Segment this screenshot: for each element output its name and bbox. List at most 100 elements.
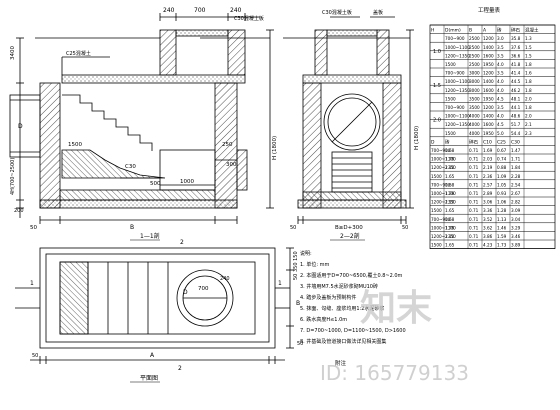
table-header-cell: B bbox=[469, 28, 472, 34]
plan-dim-240: 240 bbox=[220, 276, 230, 282]
table-cell: 4.0 bbox=[497, 88, 504, 93]
table-title: 工程量表 bbox=[478, 6, 501, 14]
table-cell: 0.93 bbox=[497, 191, 507, 196]
table-cell: 1.8 bbox=[525, 62, 532, 67]
note-line: 4. 踏步及盖板为预制构件 bbox=[300, 294, 356, 301]
table-cell: 2.0 bbox=[525, 96, 532, 101]
label-c30-top-2: C30混凝土板 bbox=[322, 9, 352, 16]
table-cell: 0.71 bbox=[469, 217, 479, 222]
table-cell: 1.5 bbox=[525, 45, 532, 50]
dim-top-240-a: 240 bbox=[163, 7, 175, 14]
table-cell: 1.46 bbox=[497, 225, 507, 230]
table-cell: 4000 bbox=[469, 122, 480, 127]
table-cell: 3000 bbox=[469, 71, 480, 76]
table-cell: 0.88 bbox=[497, 165, 507, 170]
plan-view-labels: D 700 240 50 A 50 350 150 B 50 1 1 2 平面图 bbox=[30, 251, 303, 383]
table-cell: 2.36 bbox=[483, 174, 493, 179]
table-cell: 2500 bbox=[469, 36, 480, 41]
plan-right-50: 50 bbox=[297, 341, 303, 347]
table-cell: 0.71 bbox=[469, 148, 479, 153]
table-cell: 1950 bbox=[483, 131, 494, 136]
table-cell: 1.71 bbox=[511, 157, 521, 162]
table-cell: 2.03 bbox=[483, 157, 493, 162]
table-cell: 3.62 bbox=[483, 225, 493, 230]
table-header-cell: 碎石 bbox=[511, 27, 520, 34]
note-line: 5. 抹面、勾缝、座浆均用1:2水泥砂浆 bbox=[300, 305, 384, 312]
table-cell: 1.47 bbox=[511, 148, 521, 153]
label-cover: 盖板 bbox=[373, 9, 383, 16]
table-header-cell: D bbox=[431, 139, 435, 145]
table-cell: 1200~1350 bbox=[445, 88, 470, 93]
dim-300: 300 bbox=[226, 162, 237, 168]
table-cell: 700~900 bbox=[431, 182, 451, 187]
note-line: 1. 单位: mm bbox=[300, 261, 330, 268]
table-cell: 0.71 bbox=[469, 225, 479, 230]
dim-left-3400: 3400 bbox=[10, 46, 16, 60]
table-cell: 1950 bbox=[483, 96, 494, 101]
table-cell: 0.71 bbox=[469, 165, 479, 170]
table-cell: 4.5 bbox=[497, 96, 504, 101]
dim-left-d: D bbox=[18, 123, 23, 130]
table-cell: 3000 bbox=[469, 79, 480, 84]
table-cell: 1500 bbox=[445, 96, 456, 101]
table-header-cell: C25 bbox=[497, 139, 506, 145]
table-cell: 1.59 bbox=[497, 234, 507, 239]
table-cell: 0.71 bbox=[469, 191, 479, 196]
table-cell: 3.29 bbox=[511, 225, 521, 230]
note-line: 3. 井墙用M7.5水泥砂浆砌MU10砖 bbox=[300, 283, 378, 290]
plan-view bbox=[15, 247, 294, 364]
table-cell: 0.71 bbox=[469, 200, 479, 205]
table-cell: 3.09 bbox=[511, 208, 521, 213]
dim-1500: 1500 bbox=[68, 142, 82, 148]
watermark: 知末 ID: 165779133 bbox=[320, 288, 469, 385]
table-cell: 2.10 bbox=[445, 165, 455, 170]
table-cell: 1400 bbox=[483, 45, 494, 50]
note-line: 8. 井基础及管道接口做法详见相关图集 bbox=[300, 338, 386, 345]
table-cell: 0.74 bbox=[497, 157, 507, 162]
table-cell: 2.19 bbox=[483, 165, 493, 170]
table-header-cell: D(mm) bbox=[445, 28, 461, 34]
section-marker-2-bottom: 2 bbox=[178, 365, 182, 372]
dim-bottom-b: B bbox=[130, 224, 134, 231]
table-cell: 0.71 bbox=[469, 174, 479, 179]
note-line: 7. D=700~1000, D=1100~1500, D>1600 bbox=[300, 328, 406, 334]
table-cell: 1.8 bbox=[525, 79, 532, 84]
table-cell: 2.57 bbox=[483, 182, 493, 187]
table-cell: 700~900 bbox=[445, 105, 465, 110]
table-cell: 1200 bbox=[483, 36, 494, 41]
table-header-cell: H bbox=[431, 28, 434, 34]
table-cell: 1600 bbox=[483, 53, 494, 58]
table-header-cell: 混凝土 bbox=[525, 27, 539, 34]
dim-sec2-h: H (1800) bbox=[414, 126, 420, 150]
table-cell: 700~900 bbox=[431, 217, 451, 222]
table-cell: 5.0 bbox=[497, 131, 504, 136]
table-cell: 1500 bbox=[431, 243, 442, 248]
table-cell: 4.0 bbox=[497, 62, 504, 67]
table-group-h: 1.0 bbox=[433, 49, 441, 55]
table-cell: 1600 bbox=[483, 122, 494, 127]
table-cell: 3.5 bbox=[497, 71, 504, 76]
table-cell: 0.71 bbox=[469, 157, 479, 162]
section-marker-1-right: 1 bbox=[278, 280, 282, 287]
table-cell: 2.10 bbox=[445, 200, 455, 205]
table-cell: 3.0 bbox=[497, 36, 504, 41]
table-header-cell: 砖 bbox=[445, 138, 450, 145]
section-marker-2-top: 2 bbox=[180, 239, 184, 246]
table-cell: 1500 bbox=[445, 62, 456, 67]
plan-title: 平面图 bbox=[140, 375, 158, 382]
table-cell: 1950 bbox=[483, 62, 494, 67]
section-marker-1-left: 1 bbox=[30, 280, 34, 287]
table-cell: 1000~1100 bbox=[431, 191, 456, 196]
table-cell: 41.4 bbox=[511, 71, 521, 76]
table-cell: 44.5 bbox=[511, 79, 521, 84]
table-cell: 48.6 bbox=[511, 114, 521, 119]
table-cell: 1.65 bbox=[445, 243, 455, 248]
table-cell: 1.79 bbox=[445, 157, 455, 162]
table-cell: 46.2 bbox=[511, 88, 521, 93]
section-2-2-labels: 盖板 C30混凝土板 B≥D+300 50 50 H (1800) 2—2剖 bbox=[290, 9, 420, 241]
table-cell: 2.67 bbox=[511, 191, 521, 196]
dim-sec2-50b: 50 bbox=[402, 225, 408, 231]
table-cell: 1500 bbox=[431, 208, 442, 213]
table-cell: 1.65 bbox=[445, 174, 455, 179]
plan-dim-a: A bbox=[150, 352, 155, 359]
